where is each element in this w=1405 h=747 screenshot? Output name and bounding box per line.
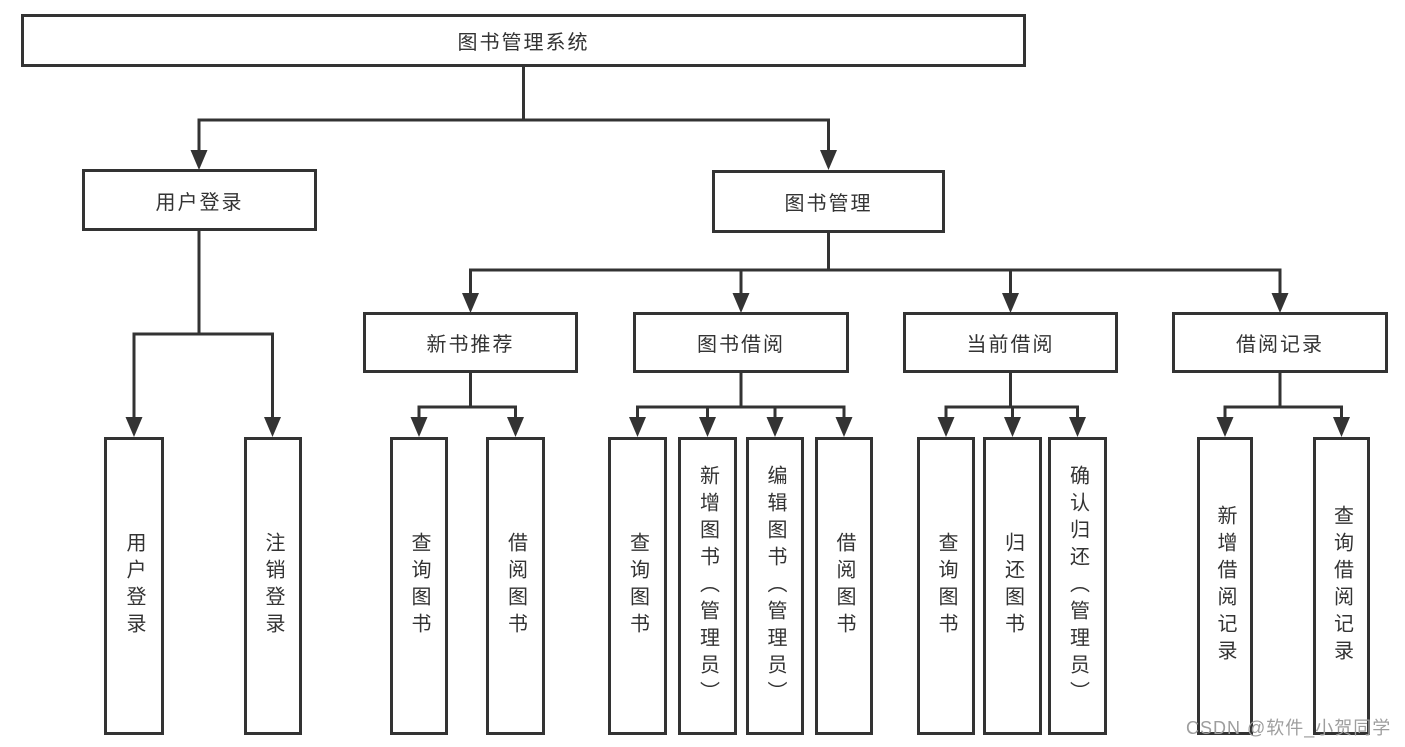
leaf-user-login-label: 用户登录 xyxy=(123,532,145,640)
leaf-add-borrow-record-label: 新增借阅记录 xyxy=(1214,505,1236,667)
node-book-borrowing-label: 图书借阅 xyxy=(697,334,785,356)
leaf-edit-books-admin-label: 编辑图书（管理员） xyxy=(764,464,786,708)
leaf-confirm-return-admin: 确认归还（管理员） xyxy=(1048,437,1107,735)
node-book-management: 图书管理 xyxy=(712,170,945,233)
leaf-query-books-current: 查询图书 xyxy=(917,437,975,735)
leaf-query-books-borrowing-label: 查询图书 xyxy=(626,532,649,640)
leaf-query-books-recommend: 查询图书 xyxy=(390,437,448,735)
leaf-borrow-books-recommend-label: 借阅图书 xyxy=(504,532,527,640)
node-book-borrowing: 图书借阅 xyxy=(633,312,849,373)
leaf-query-borrow-record-label: 查询借阅记录 xyxy=(1330,505,1353,667)
leaf-edit-books-admin: 编辑图书（管理员） xyxy=(746,437,804,735)
leaf-add-books-admin: 新增图书（管理员） xyxy=(678,437,737,735)
node-current-borrowing: 当前借阅 xyxy=(903,312,1118,373)
watermark: CSDN @软件_小贺同学 xyxy=(1186,718,1392,738)
leaf-query-borrow-record: 查询借阅记录 xyxy=(1313,437,1370,735)
leaf-confirm-return-admin-label: 确认归还（管理员） xyxy=(1066,464,1089,708)
leaf-add-books-admin-label: 新增图书（管理员） xyxy=(696,464,719,708)
node-borrowing-records: 借阅记录 xyxy=(1172,312,1388,373)
node-user-login-label: 用户登录 xyxy=(155,191,244,214)
node-new-book-recommendation: 新书推荐 xyxy=(363,312,578,373)
leaf-logout-label: 注销登录 xyxy=(262,532,284,640)
leaf-borrow-books-recommend: 借阅图书 xyxy=(486,437,545,735)
node-user-login: 用户登录 xyxy=(82,169,317,231)
leaf-logout: 注销登录 xyxy=(244,437,302,735)
leaf-query-books-current-label: 查询图书 xyxy=(935,532,957,640)
leaf-user-login: 用户登录 xyxy=(104,437,164,735)
leaf-add-borrow-record: 新增借阅记录 xyxy=(1197,437,1253,735)
node-current-borrowing-label: 当前借阅 xyxy=(966,334,1055,356)
leaf-query-books-recommend-label: 查询图书 xyxy=(408,532,430,640)
leaf-borrow-books-borrowing: 借阅图书 xyxy=(815,437,873,735)
leaf-borrow-books-borrowing-label: 借阅图书 xyxy=(833,532,855,640)
node-root: 图书管理系统 xyxy=(21,14,1026,67)
node-root-label: 图书管理系统 xyxy=(457,32,590,54)
node-new-book-recommendation-label: 新书推荐 xyxy=(426,334,515,356)
leaf-return-books-label: 归还图书 xyxy=(1001,532,1024,640)
leaf-query-books-borrowing: 查询图书 xyxy=(608,437,667,735)
node-borrowing-records-label: 借阅记录 xyxy=(1236,334,1324,356)
leaf-return-books: 归还图书 xyxy=(983,437,1042,735)
node-book-management-label: 图书管理 xyxy=(784,193,873,215)
